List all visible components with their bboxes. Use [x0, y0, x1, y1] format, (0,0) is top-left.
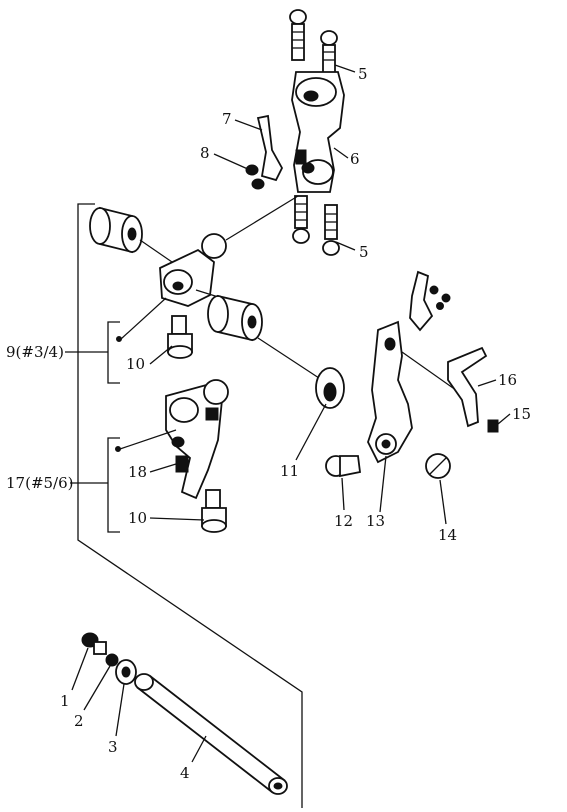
part-12-screw: [325, 455, 361, 478]
bushing-cylinder-top: [89, 206, 143, 254]
label-16: 16: [498, 371, 517, 389]
part-6-thread-guide-body: [291, 71, 345, 193]
part-16-guide: [447, 346, 488, 428]
frame-lines: [65, 203, 303, 808]
part-11-washer: [315, 367, 345, 409]
part-8-screws: [245, 164, 265, 190]
part-13-thread-take-up-arm: [367, 320, 413, 464]
label-10-lower: 10: [128, 509, 147, 527]
label-5-bottom: 5: [359, 243, 369, 261]
callout-labels: 5 5 6 7 8 9(#3/4) 10 17(#5/6) 18 10 11 1…: [6, 65, 531, 782]
part-2-nut: [105, 653, 119, 667]
label-1: 1: [60, 692, 70, 710]
part-10-screw-upper: [167, 315, 193, 359]
leader-lines: [71, 64, 511, 763]
part-5-bottom-screws: [292, 195, 340, 256]
dot-upper: [116, 336, 122, 342]
label-13: 13: [366, 512, 385, 530]
label-10-upper: 10: [126, 355, 145, 373]
label-4: 4: [180, 764, 190, 782]
label-9: 9(#3/4): [6, 343, 64, 361]
part-3-washer: [115, 659, 137, 685]
part-10-screw-lower: [201, 489, 227, 533]
label-7: 7: [222, 110, 232, 128]
label-8: 8: [200, 144, 210, 162]
part-9-crank-upper: [159, 233, 227, 307]
part-7-clip: [256, 114, 284, 182]
thread-line-top: [225, 195, 299, 241]
part-17-crank-lower: [165, 379, 229, 500]
bushing-cylinder-mid: [207, 294, 263, 342]
label-5-top: 5: [358, 65, 368, 83]
thread-line-d: [119, 429, 177, 450]
axis-line-11: [257, 337, 323, 381]
dot-lower: [115, 446, 121, 452]
small-bracket-top-right: [409, 270, 451, 332]
label-6: 6: [350, 150, 360, 168]
label-12: 12: [334, 512, 353, 530]
label-18: 18: [128, 463, 147, 481]
label-14: 14: [438, 526, 457, 544]
part-4-shaft: [134, 673, 288, 795]
part-14-screw: [425, 453, 451, 479]
label-17: 17(#5/6): [6, 474, 74, 492]
part-5-top-screws: [289, 9, 338, 74]
part-15-screw: [487, 419, 499, 433]
part-18-set-screw: [175, 455, 189, 473]
label-2: 2: [74, 712, 84, 730]
label-11: 11: [280, 462, 299, 480]
thread-line-a: [139, 239, 173, 263]
thread-line-c: [120, 297, 167, 340]
label-15: 15: [512, 405, 531, 423]
part-1-screw: [81, 632, 107, 655]
label-3: 3: [108, 738, 118, 756]
